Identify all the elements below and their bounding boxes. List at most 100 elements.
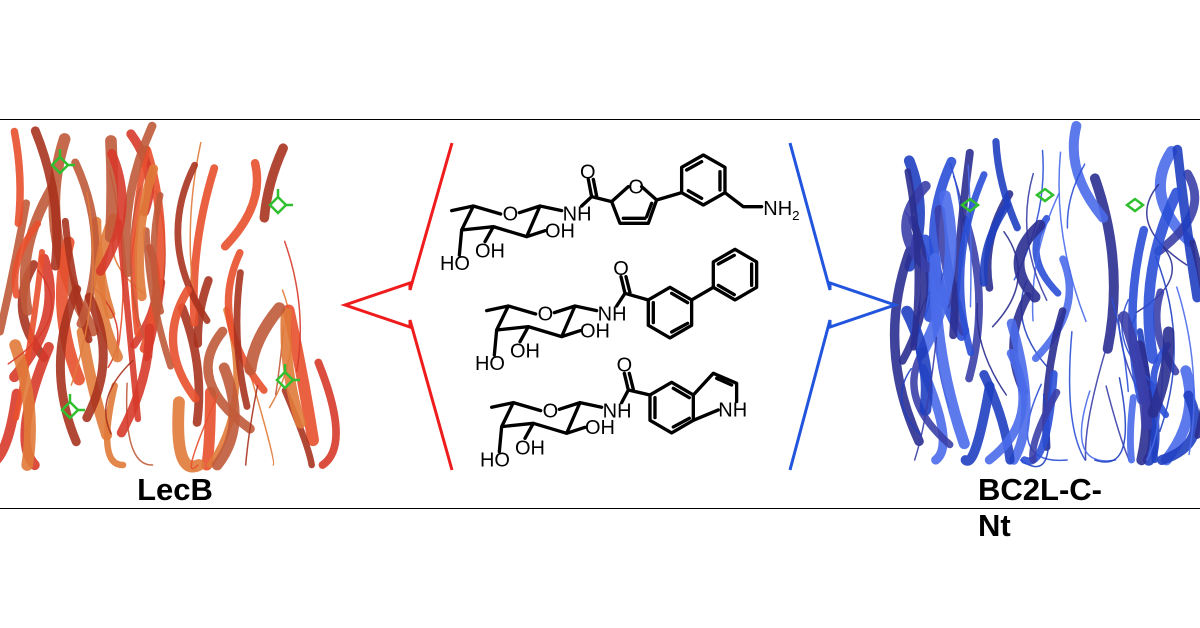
bc2l-strand <box>957 171 988 357</box>
lecb-strand <box>82 292 108 423</box>
fucose-ligand <box>268 189 293 215</box>
ligand <box>959 197 981 213</box>
lecb-strand <box>103 382 127 469</box>
bc2l-strand <box>1126 394 1137 464</box>
lecb-strand <box>189 164 219 327</box>
lecb-strand <box>220 159 262 251</box>
m3-ho-c4: HO <box>480 450 510 472</box>
bc2l-strand <box>1189 239 1200 439</box>
lecb-strand <box>55 284 82 447</box>
lecb-strand <box>13 248 46 421</box>
bc2l-strand <box>979 201 1011 287</box>
bc2l-strand <box>889 246 924 447</box>
lecb-strand <box>129 187 153 358</box>
bc2l-strand <box>916 190 957 359</box>
bc2l-strand <box>1156 390 1200 465</box>
m3-oh-c2: OH <box>585 417 615 439</box>
bc2l-strand <box>1029 388 1061 464</box>
m3-ring-oxygen: O <box>543 400 559 422</box>
fucose-ligand <box>275 364 300 390</box>
lecb-strand <box>142 227 174 370</box>
m2-ring-oxygen: O <box>538 304 554 326</box>
molecule-3-indole <box>489 371 739 454</box>
bc2l-strand <box>901 305 933 416</box>
m1-amine: NH2 <box>763 198 799 223</box>
bc2l-strand <box>1068 331 1086 461</box>
bc2l-strand <box>1121 298 1157 387</box>
lecb-strand <box>55 236 85 386</box>
m1-oh-c2: OH <box>545 220 575 242</box>
bc2l-strand <box>1066 163 1086 229</box>
lecb-strand <box>314 358 340 469</box>
ligand <box>1034 187 1056 203</box>
lecb-strand <box>130 145 150 337</box>
lecb-strand <box>282 304 319 447</box>
bc2l-strand <box>992 138 1021 232</box>
lecb-strand <box>11 220 42 299</box>
bc2l-strand <box>1172 144 1200 303</box>
m3-amide-nh: NH <box>603 400 632 422</box>
m1-carbonyl-o: O <box>580 161 596 183</box>
m3-indole-nh: NH <box>718 400 747 422</box>
bc2l-strand <box>979 370 1015 465</box>
bc2l-c-nt-label: BC2L-C-Nt <box>978 472 1102 543</box>
bc2l-strand <box>967 164 972 308</box>
m1-furan-o: O <box>628 176 644 198</box>
lecb-strand <box>233 269 251 410</box>
m2-oh-c3: OH <box>510 341 540 363</box>
m2-amide-nh: NH <box>598 304 627 326</box>
bc2l-strand <box>904 168 921 351</box>
m1-oh-c3: OH <box>475 241 505 263</box>
bc2l-strand <box>1031 192 1060 322</box>
lecb-strand <box>7 269 53 365</box>
bc2l-strand <box>1013 219 1046 303</box>
m1-ho-c4: HO <box>440 253 470 275</box>
lecb-strand <box>19 182 58 316</box>
molecule-1-furan-aminomethylphenyl <box>449 153 764 257</box>
m3-carbonyl-o: O <box>617 355 633 377</box>
bc2l-strand <box>929 252 970 450</box>
bc2l-strand <box>1031 255 1074 363</box>
left-arrow-frame <box>340 142 454 471</box>
bc2l-strand <box>1094 377 1127 463</box>
lecb-strand <box>71 158 100 328</box>
fucose-ligand <box>60 394 85 420</box>
m1-amide-nh: NH <box>563 204 592 226</box>
bc2l-strand <box>1080 390 1117 462</box>
lecb-strand <box>134 164 159 302</box>
lecb-strand <box>172 396 205 473</box>
fucose-ligand <box>50 149 75 175</box>
lecb-strand <box>280 307 306 429</box>
lecb-strand <box>9 339 36 471</box>
lecb-strand <box>244 384 259 466</box>
lecb-strand <box>30 126 62 271</box>
bc2l-strand <box>1105 385 1130 461</box>
lecb-strand <box>116 323 155 438</box>
bc2l-strand <box>976 302 1008 396</box>
lecb-strand <box>190 393 219 470</box>
bc2l-c-nt-structure <box>889 120 1200 468</box>
right-arrow-frame <box>788 142 900 471</box>
molecule-2-biphenyl <box>484 247 759 357</box>
lecb-strand <box>125 382 154 466</box>
lecb-strand <box>201 386 217 471</box>
m1-ring-oxygen: O <box>503 204 519 226</box>
lecb-strand <box>177 303 204 427</box>
lecb-strand <box>95 148 127 276</box>
lecb-strand <box>0 388 22 464</box>
bc2l-strand <box>960 381 995 466</box>
bc2l-strand <box>1176 286 1195 456</box>
lecb-strand <box>10 127 24 228</box>
lecb-strand <box>61 217 93 344</box>
lecb-strand <box>168 286 200 403</box>
lecb-strand <box>244 302 286 376</box>
lecb-label: LecB <box>137 472 213 507</box>
lecb-strand <box>150 191 165 315</box>
lecb-strand <box>189 141 202 292</box>
bc2l-strand <box>1111 297 1129 393</box>
lecb-strand <box>121 121 157 278</box>
bc2l-strand <box>1084 318 1117 461</box>
bc2l-strand <box>913 336 938 461</box>
bc2l-strand <box>1068 120 1109 223</box>
